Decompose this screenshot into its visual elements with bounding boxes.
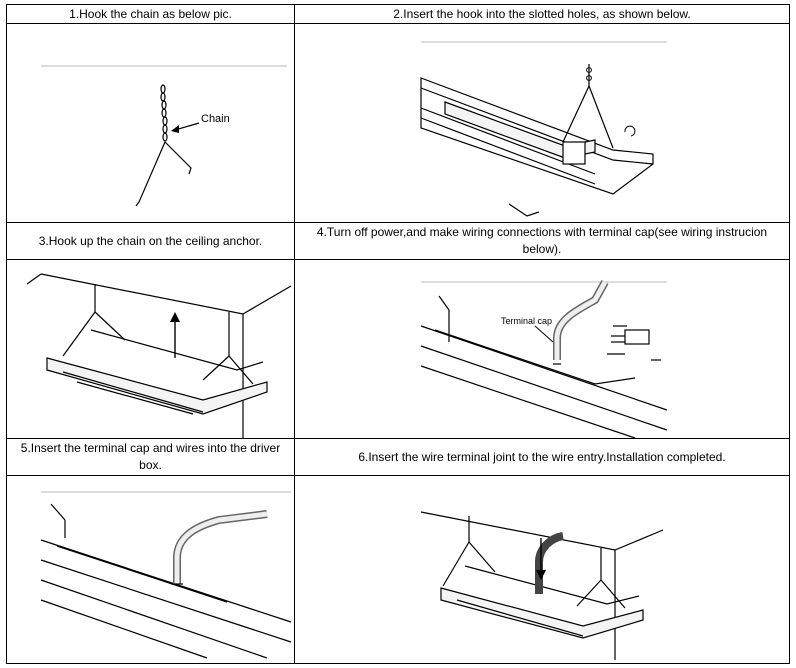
step-4-header: 4.Turn off power,and make wiring connect…: [294, 222, 790, 260]
step-6-illustration: [294, 475, 790, 664]
step-5-illustration: [6, 475, 295, 664]
step-2-illustration: [294, 23, 790, 223]
step-4-illustration: Terminal cap: [294, 259, 790, 439]
chain-callout: Chain: [201, 113, 230, 125]
driver-box-insert-drawing: [40, 491, 292, 659]
step-5-text: 5.Insert the terminal cap and wires into…: [20, 441, 281, 472]
step-6-header: 6.Insert the wire terminal joint to the …: [294, 438, 790, 476]
step-3-illustration: [6, 259, 295, 439]
ceiling-anchor-drawing: [26, 273, 292, 438]
installation-complete-drawing: [420, 511, 664, 660]
step-1-illustration: Chain: [6, 23, 295, 223]
step-2-header: 2.Insert the hook into the slotted holes…: [294, 4, 790, 24]
step-2-text: 2.Insert the hook into the slotted holes…: [393, 6, 691, 21]
terminal-cap-wiring-drawing: Terminal cap: [420, 280, 668, 438]
fixture-hook-drawing: [420, 41, 667, 217]
step-6-text: 6.Insert the wire terminal joint to the …: [358, 449, 726, 464]
step-5-header: 5.Insert the terminal cap and wires into…: [6, 438, 295, 476]
step-1-text: 1.Hook the chain as below pic.: [69, 6, 232, 21]
installation-instructions-table: 1.Hook the chain as below pic. 2.Insert …: [6, 4, 790, 664]
step-3-header: 3.Hook up the chain on the ceiling ancho…: [6, 222, 295, 260]
step-4-text: 4.Turn off power,and make wiring connect…: [316, 225, 768, 256]
terminal-cap-callout: Terminal cap: [501, 316, 552, 326]
step-1-header: 1.Hook the chain as below pic.: [6, 4, 295, 24]
step-3-text: 3.Hook up the chain on the ceiling ancho…: [38, 233, 263, 248]
chain-hook-drawing: Chain: [41, 65, 287, 207]
